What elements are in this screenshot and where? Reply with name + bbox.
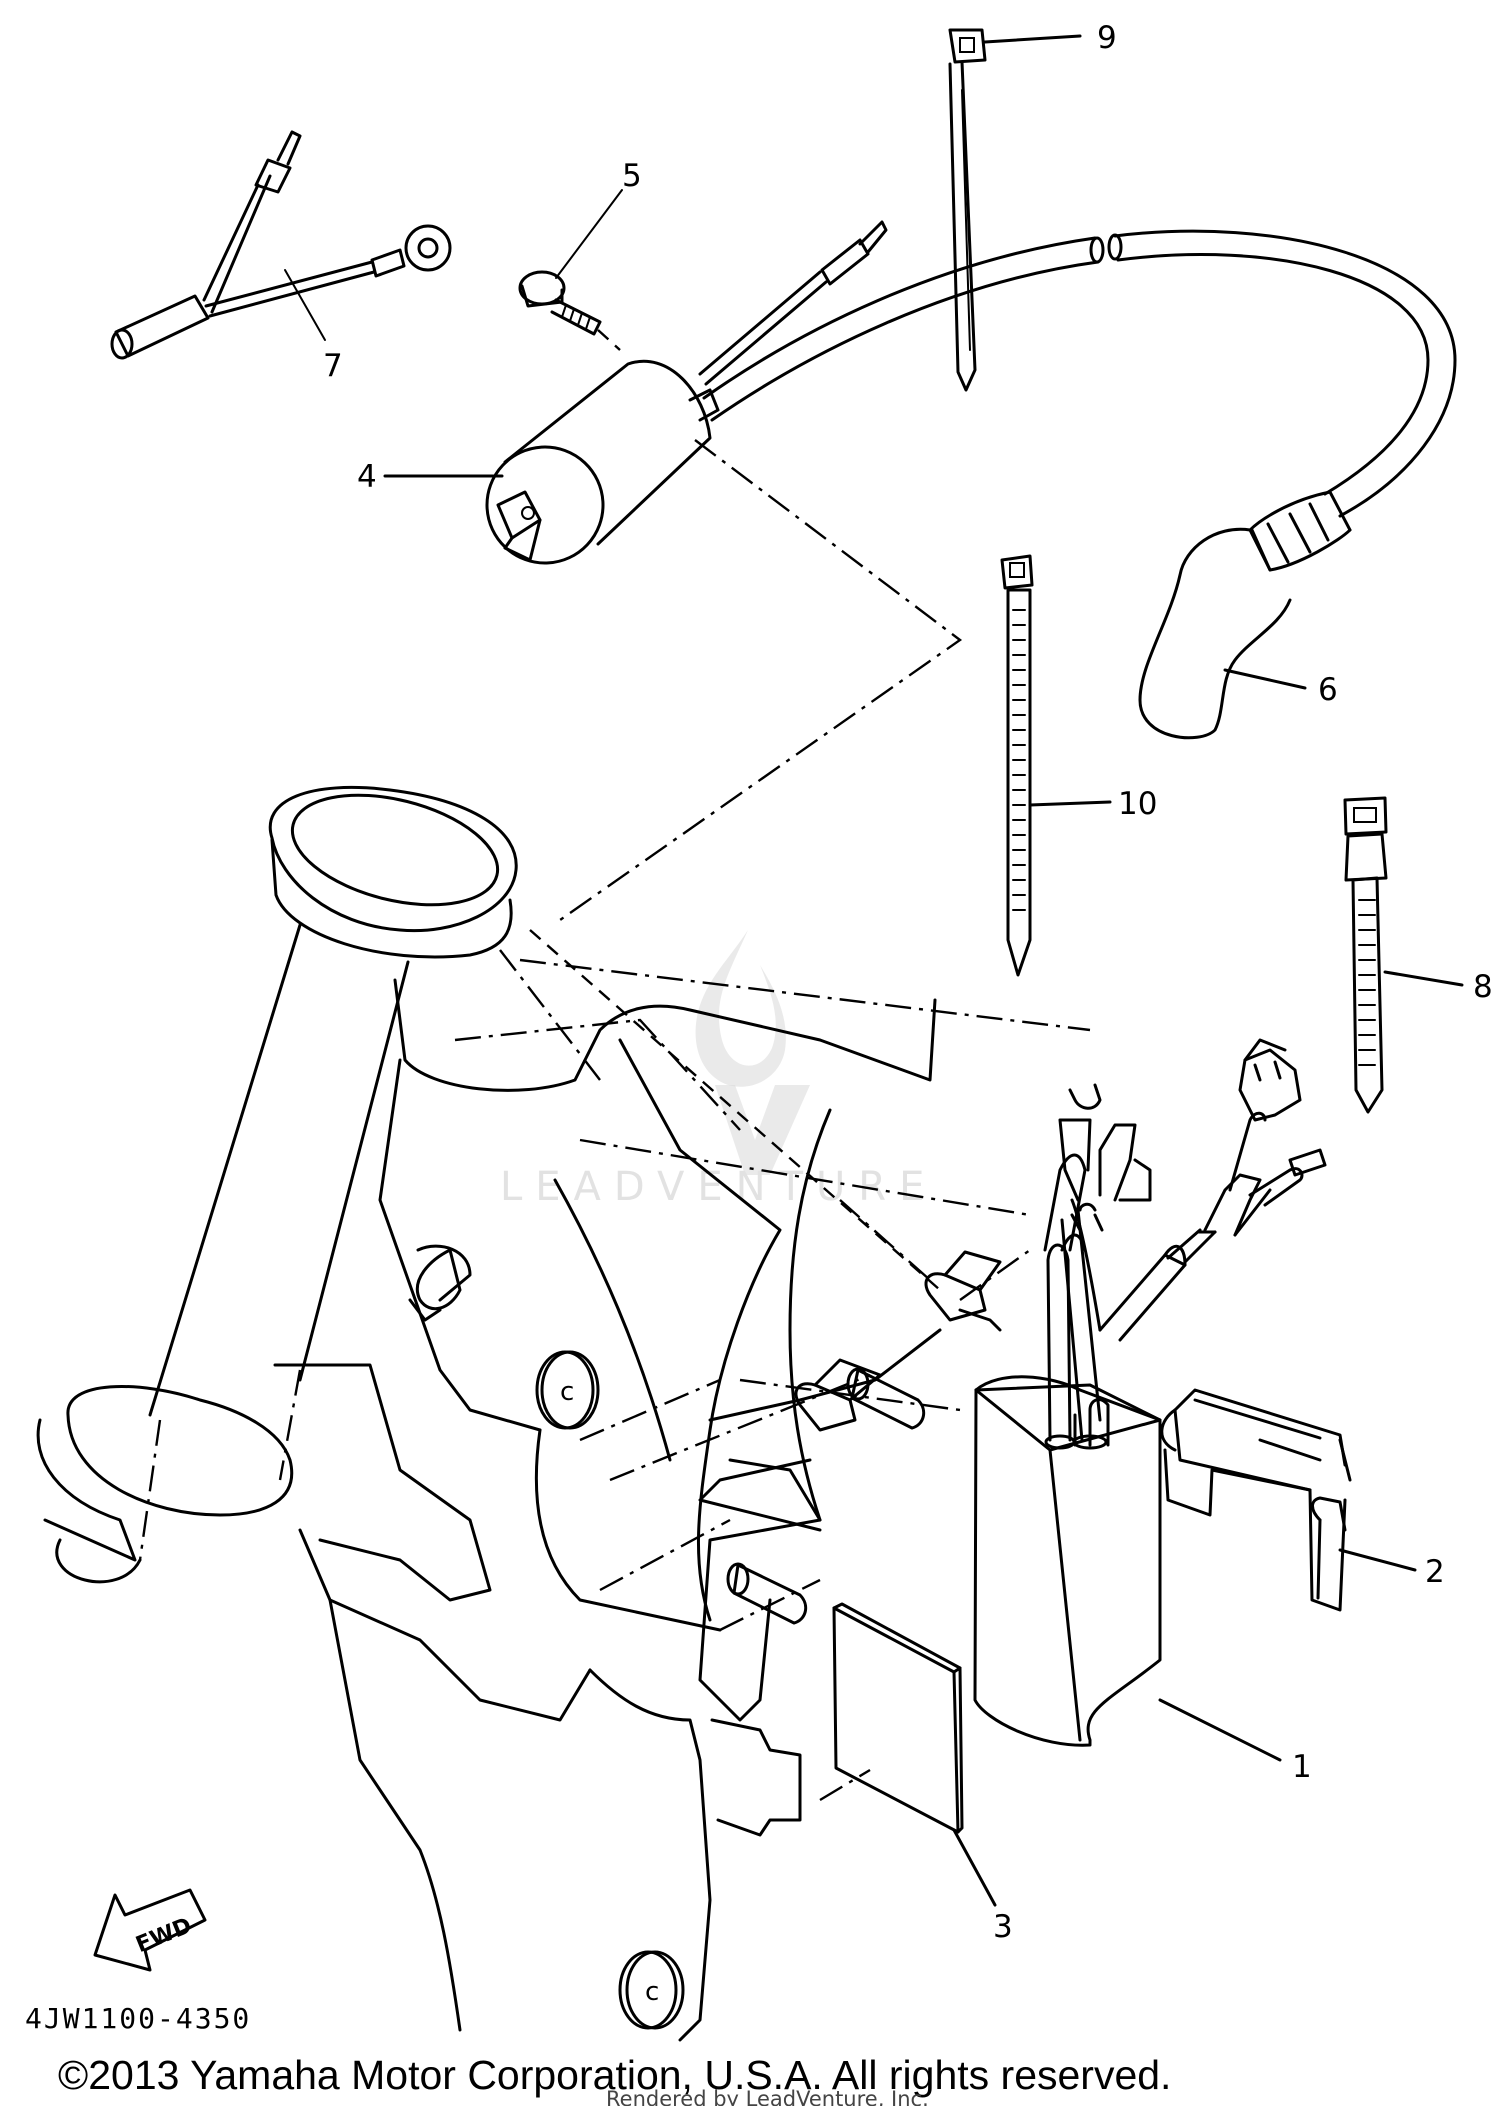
- callout-8: 8: [1473, 969, 1493, 1005]
- frame-illustration: c c FWD: [36, 439, 1091, 2042]
- callout-9: 9: [1097, 20, 1117, 56]
- fwd-arrow: FWD: [93, 1888, 207, 1972]
- part-4-ignition-coil[interactable]: [468, 220, 888, 582]
- callout-2: 2: [1425, 1554, 1445, 1590]
- fwd-label: FWD: [133, 1913, 196, 1958]
- leader-10: [1028, 800, 1112, 807]
- leadventure-watermark-logo: [695, 930, 810, 1175]
- callout-1: 1: [1292, 1749, 1312, 1785]
- leader-3: [952, 1828, 997, 1907]
- rendered-by-text: Rendered by LeadVenture, Inc.: [606, 2087, 929, 2106]
- callout-4: 4: [357, 459, 377, 495]
- svg-text:c: c: [645, 1977, 659, 2007]
- part-3-pad[interactable]: [832, 1602, 964, 1834]
- callout-7: 7: [323, 348, 343, 384]
- part-5-screw[interactable]: [518, 270, 602, 336]
- part-8-band[interactable]: [1343, 796, 1388, 1114]
- callout-10: 10: [1118, 786, 1157, 822]
- leader-8: [1383, 970, 1464, 987]
- leader-7: [284, 269, 326, 341]
- part-1-cdi-unit[interactable]: [973, 1038, 1327, 1747]
- part-2-bracket[interactable]: [1160, 1388, 1352, 1612]
- svg-text:c: c: [560, 1377, 574, 1407]
- leader-9: [983, 34, 1082, 44]
- leader-1: [1158, 1698, 1282, 1762]
- copyright-text: ©2013 Yamaha Motor Corporation, U.S.A. A…: [58, 2052, 1171, 2098]
- part-6-plug-cap[interactable]: [702, 229, 1457, 740]
- watermark-text: LEADVENTURE: [500, 1164, 937, 1210]
- callout-3: 3: [993, 1909, 1013, 1945]
- callout-5: 5: [622, 158, 642, 194]
- leader-2: [1338, 1548, 1417, 1572]
- diagram-code: 4JW1100-4350: [25, 2002, 251, 2035]
- leader-5: [555, 189, 623, 279]
- part-7-wire-lead[interactable]: [110, 130, 452, 360]
- screw-install-line: [597, 329, 621, 351]
- part-10-cable-tie[interactable]: [1000, 554, 1034, 977]
- leader-6: [1223, 668, 1307, 690]
- callout-6: 6: [1318, 672, 1338, 708]
- part-9-cable-tie[interactable]: [948, 28, 987, 392]
